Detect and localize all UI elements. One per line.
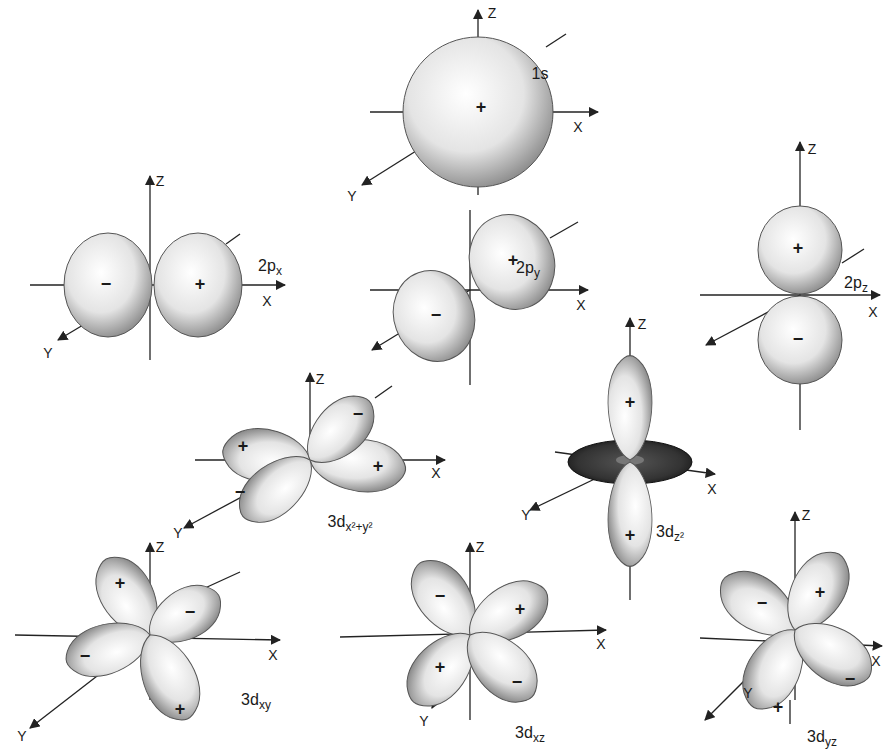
phase-sign: + <box>515 600 526 620</box>
d-lobe <box>781 608 883 699</box>
axis-label: Z <box>156 540 165 555</box>
axis-label: Z <box>316 372 325 387</box>
axis-label: Z <box>638 317 647 332</box>
orbital-label: 3dx²+y² <box>328 513 373 531</box>
axis-label: Z <box>802 508 811 523</box>
axis-label: X <box>868 305 877 320</box>
leader-line <box>205 572 240 588</box>
orbital-label: 3dxy <box>241 691 271 709</box>
leader-line <box>550 222 578 238</box>
phase-sign: − <box>185 603 196 623</box>
orbital-label: 3dyz <box>807 728 837 746</box>
orbital-shapes <box>59 37 883 730</box>
phase-sign: + <box>435 658 446 678</box>
phase-sign: + <box>238 437 249 457</box>
leader-line <box>375 386 392 398</box>
p-lobe <box>456 203 568 322</box>
phase-sign: − <box>512 673 523 693</box>
phase-sign: + <box>773 698 784 718</box>
p-lobe <box>381 259 488 373</box>
phase-sign: + <box>793 239 804 259</box>
d-lobe <box>608 462 652 566</box>
orbital-label: 3dxz <box>515 724 545 742</box>
phase-sign: + <box>625 393 636 413</box>
orbital-label: 2py <box>516 259 540 277</box>
phase-sign: + <box>625 526 636 546</box>
axes <box>15 10 882 728</box>
s-orbital <box>403 37 553 187</box>
phase-sign: − <box>757 594 768 614</box>
axis-label: Z <box>488 6 497 21</box>
axis-label: Y <box>43 346 52 361</box>
orbital-label: 1s <box>532 65 549 83</box>
axis-line <box>700 294 880 295</box>
axis-label: X <box>596 637 605 652</box>
axis-label: Y <box>17 729 26 744</box>
axis-label: X <box>268 648 277 663</box>
axis-label: Z <box>476 540 485 555</box>
axis-label: Y <box>419 714 428 729</box>
phase-sign: + <box>815 583 826 603</box>
d-lobe <box>126 624 211 729</box>
phase-sign: − <box>431 306 442 326</box>
d-lobe <box>452 617 551 716</box>
p-lobe <box>154 233 242 337</box>
axis-label: Y <box>173 526 182 541</box>
axis-label: X <box>871 654 880 669</box>
d-lobe <box>608 356 652 460</box>
phase-sign: + <box>476 98 487 118</box>
p-lobe <box>758 206 842 294</box>
phase-sign: − <box>793 330 804 350</box>
phase-sign: − <box>845 670 856 690</box>
orbital-label: 2px <box>258 257 282 275</box>
axis-label: X <box>431 466 440 481</box>
phase-sign: − <box>101 275 112 295</box>
phase-sign: − <box>235 483 246 503</box>
p-lobe <box>64 233 152 337</box>
axis-label: Z <box>156 174 165 189</box>
orbital-label: 3dz² <box>656 523 684 541</box>
axis-label: Y <box>743 686 752 701</box>
leader-line <box>226 234 240 244</box>
axis-label: X <box>262 294 271 309</box>
axis-label: X <box>576 298 585 313</box>
axis-label: Y <box>521 508 530 523</box>
phase-sign: + <box>195 275 206 295</box>
phase-sign: − <box>353 405 364 425</box>
phase-sign: + <box>373 457 384 477</box>
axis-label: X <box>573 120 582 135</box>
orbital-label: 2pz <box>844 274 868 292</box>
phase-sign: + <box>175 700 186 720</box>
leader-line <box>546 34 566 47</box>
p-lobe <box>758 296 842 384</box>
axis-label: Z <box>808 142 817 157</box>
leader-line <box>789 700 790 724</box>
phase-sign: − <box>80 647 91 667</box>
axis-label: Y <box>347 189 356 204</box>
phase-sign: − <box>435 587 446 607</box>
phase-sign: + <box>115 574 126 594</box>
axis-label: X <box>707 482 716 497</box>
leader-line <box>842 249 864 263</box>
